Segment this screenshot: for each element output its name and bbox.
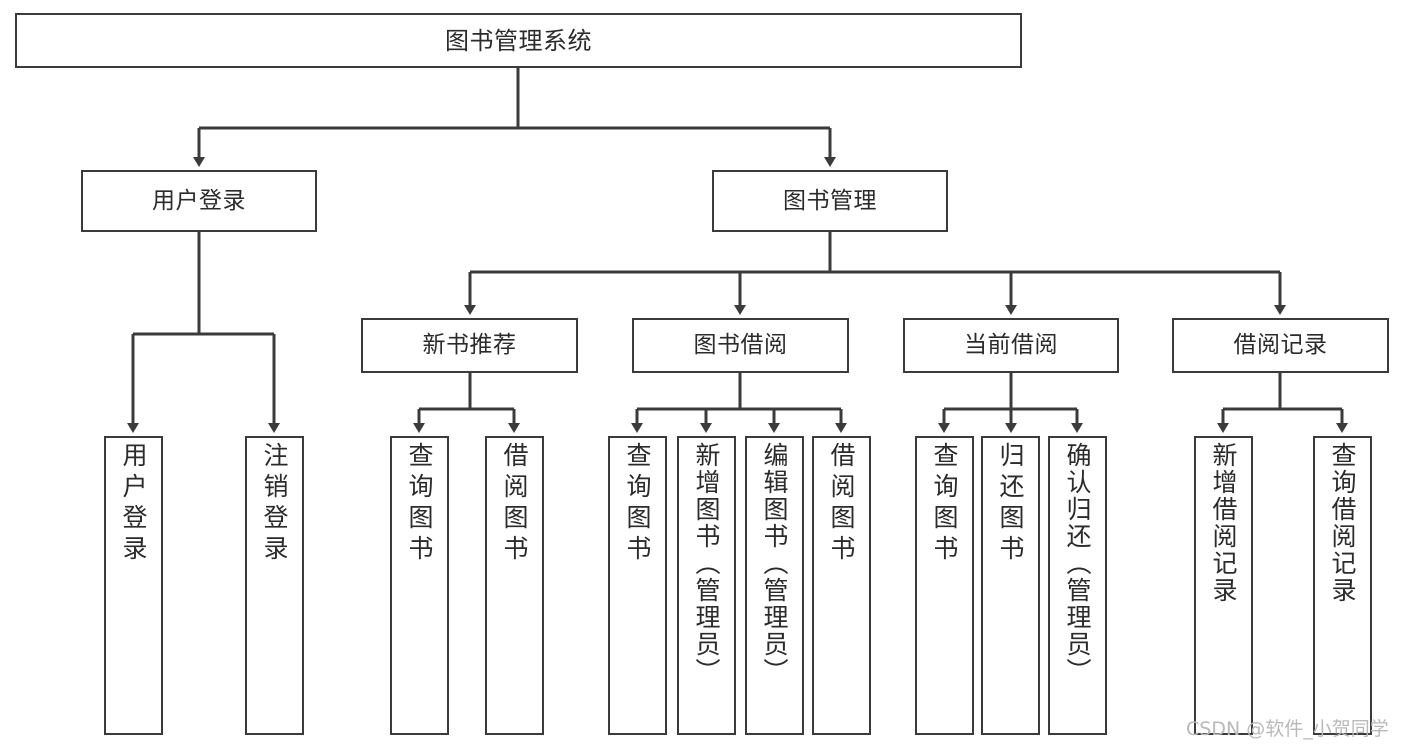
node-root-label: 图书管理系统 — [445, 26, 592, 55]
node-borrow-record[interactable]: 借阅记录 — [1172, 318, 1389, 373]
node-new-book-recommend-label: 新书推荐 — [422, 332, 517, 359]
node-leaf-query-book-1-label: 查询图书 — [405, 442, 434, 566]
node-current-borrow[interactable]: 当前借阅 — [903, 318, 1119, 373]
node-current-borrow-label: 当前借阅 — [964, 332, 1058, 359]
node-leaf-return-book[interactable]: 归还图书 — [981, 436, 1040, 735]
node-leaf-borrow-book-1-label: 借阅图书 — [500, 442, 529, 566]
node-leaf-query-borrow-record-label: 查询借阅记录 — [1328, 442, 1357, 604]
node-root[interactable]: 图书管理系统 — [15, 13, 1022, 68]
node-book-borrow[interactable]: 图书借阅 — [632, 318, 849, 373]
node-leaf-borrow-book-1[interactable]: 借阅图书 — [485, 436, 544, 735]
node-user-login-label: 用户登录 — [152, 187, 246, 214]
node-leaf-query-book-3[interactable]: 查询图书 — [915, 436, 974, 735]
node-leaf-add-book-label: 新增图书（管理员） — [692, 442, 721, 685]
node-leaf-add-book[interactable]: 新增图书（管理员） — [677, 436, 736, 735]
node-borrow-record-label: 借阅记录 — [1233, 332, 1328, 359]
node-leaf-add-borrow-record-label: 新增借阅记录 — [1209, 442, 1238, 604]
node-leaf-user-login-label: 用户登录 — [119, 442, 148, 566]
node-leaf-edit-book[interactable]: 编辑图书（管理员） — [745, 436, 804, 735]
node-book-manage[interactable]: 图书管理 — [712, 170, 948, 232]
node-leaf-user-login[interactable]: 用户登录 — [104, 436, 163, 735]
node-leaf-query-book-3-label: 查询图书 — [930, 442, 959, 566]
node-leaf-add-borrow-record[interactable]: 新增借阅记录 — [1194, 436, 1253, 735]
node-book-manage-label: 图书管理 — [783, 187, 877, 214]
node-leaf-borrow-book-2[interactable]: 借阅图书 — [812, 436, 871, 735]
node-leaf-confirm-return-label: 确认归还（管理员） — [1063, 442, 1092, 685]
node-new-book-recommend[interactable]: 新书推荐 — [361, 318, 578, 373]
node-leaf-confirm-return[interactable]: 确认归还（管理员） — [1048, 436, 1107, 735]
node-leaf-borrow-book-2-label: 借阅图书 — [827, 442, 856, 566]
csdn-watermark: CSDN @软件_小贺同学 — [1186, 718, 1389, 740]
node-leaf-logout-login-label: 注销登录 — [260, 442, 289, 566]
node-user-login[interactable]: 用户登录 — [81, 170, 317, 232]
node-leaf-query-borrow-record[interactable]: 查询借阅记录 — [1313, 436, 1372, 735]
node-leaf-return-book-label: 归还图书 — [996, 442, 1025, 566]
node-leaf-edit-book-label: 编辑图书（管理员） — [760, 442, 789, 685]
node-book-borrow-label: 图书借阅 — [693, 332, 788, 359]
node-leaf-query-book-2[interactable]: 查询图书 — [608, 436, 667, 735]
node-leaf-logout-login[interactable]: 注销登录 — [245, 436, 304, 735]
node-leaf-query-book-1[interactable]: 查询图书 — [390, 436, 449, 735]
node-leaf-query-book-2-label: 查询图书 — [623, 442, 652, 566]
